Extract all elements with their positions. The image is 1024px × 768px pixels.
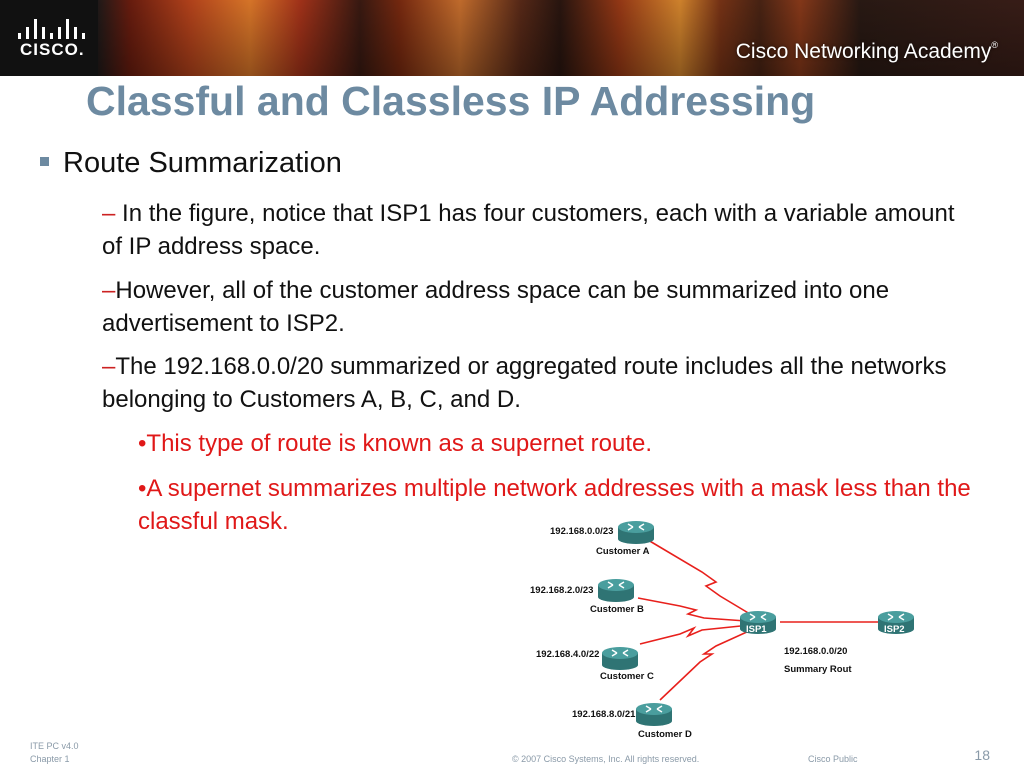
footer-version: ITE PC v4.0 [30,741,79,751]
customer-label-c: Customer C [600,671,654,682]
customer-label-d: Customer D [638,729,692,740]
level1-text: Route Summarization [63,147,342,179]
dash-glyph: – [102,277,116,304]
registered-mark: ® [991,40,998,50]
footer-chapter: Chapter 1 [30,754,70,764]
router-customer-a-icon [618,521,654,544]
link-customer-d [659,625,761,701]
networking-academy-label: Cisco Networking Academy® [736,40,998,64]
summary-route-label: Summary Rout [784,664,852,675]
dash-item-1: – In the figure, notice that ISP1 has fo… [102,197,962,263]
network-label-b: 192.168.2.0/23 [530,585,594,596]
footer-copyright: © 2007 Cisco Systems, Inc. All rights re… [512,754,700,764]
cisco-logo: CISCO. [0,0,98,76]
router-customer-b-icon [598,579,634,602]
diagram-links [637,539,880,701]
bullet-route-summarization: Route Summarization [40,147,342,180]
isp1-label: ISP1 [746,624,767,635]
network-diagram: 192.168.0.0/23 Customer A 192.168.2.0/23… [520,510,940,750]
router-customer-d-icon [636,703,672,726]
footer-classification: Cisco Public [808,754,858,764]
isp2-label: ISP2 [884,624,905,635]
router-isp2-icon [878,611,914,634]
header-banner: CISCO. Cisco Networking Academy® [0,0,1024,76]
network-label-a: 192.168.0.0/23 [550,526,614,537]
summary-network-label: 192.168.0.0/20 [784,646,848,657]
dash-item-2: –However, all of the customer address sp… [102,274,962,340]
dash-item-text: In the figure, notice that ISP1 has four… [102,200,955,260]
customer-label-b: Customer B [590,604,644,615]
dash-item-text: The 192.168.0.0/20 summarized or aggrega… [102,353,947,413]
dash-item-3: –The 192.168.0.0/20 summarized or aggreg… [102,350,962,416]
network-label-d: 192.168.8.0/21 [572,709,636,720]
sub-bullet: • [138,430,147,457]
square-bullet-icon [40,156,49,166]
sub-item-2: •A supernet summarizes multiple network … [138,472,978,538]
link-customer-c [639,623,761,645]
link-customer-b [637,597,761,623]
sub-item-text: A supernet summarizes multiple network a… [138,475,971,535]
router-isp1-icon [740,611,776,634]
dash-glyph: – [102,353,116,380]
page-number: 18 [974,747,990,763]
dash-glyph: – [102,200,116,227]
cisco-logo-text: CISCO. [20,40,85,59]
customer-label-a: Customer A [596,546,650,557]
sub-bullet: • [138,475,147,502]
slide-title: Classful and Classless IP Addressing [86,78,816,124]
network-label-c: 192.168.4.0/22 [536,649,600,660]
cisco-bridge-icon [18,17,85,39]
link-customer-a [647,539,761,621]
academy-text: Cisco Networking Academy [735,40,992,63]
dash-item-text: However, all of the customer address spa… [102,277,890,337]
sub-item-1: •This type of route is known as a supern… [138,427,978,460]
sub-item-text: This type of route is known as a superne… [146,430,653,457]
router-customer-c-icon [602,647,638,670]
banner-photo-strip [0,0,1024,76]
